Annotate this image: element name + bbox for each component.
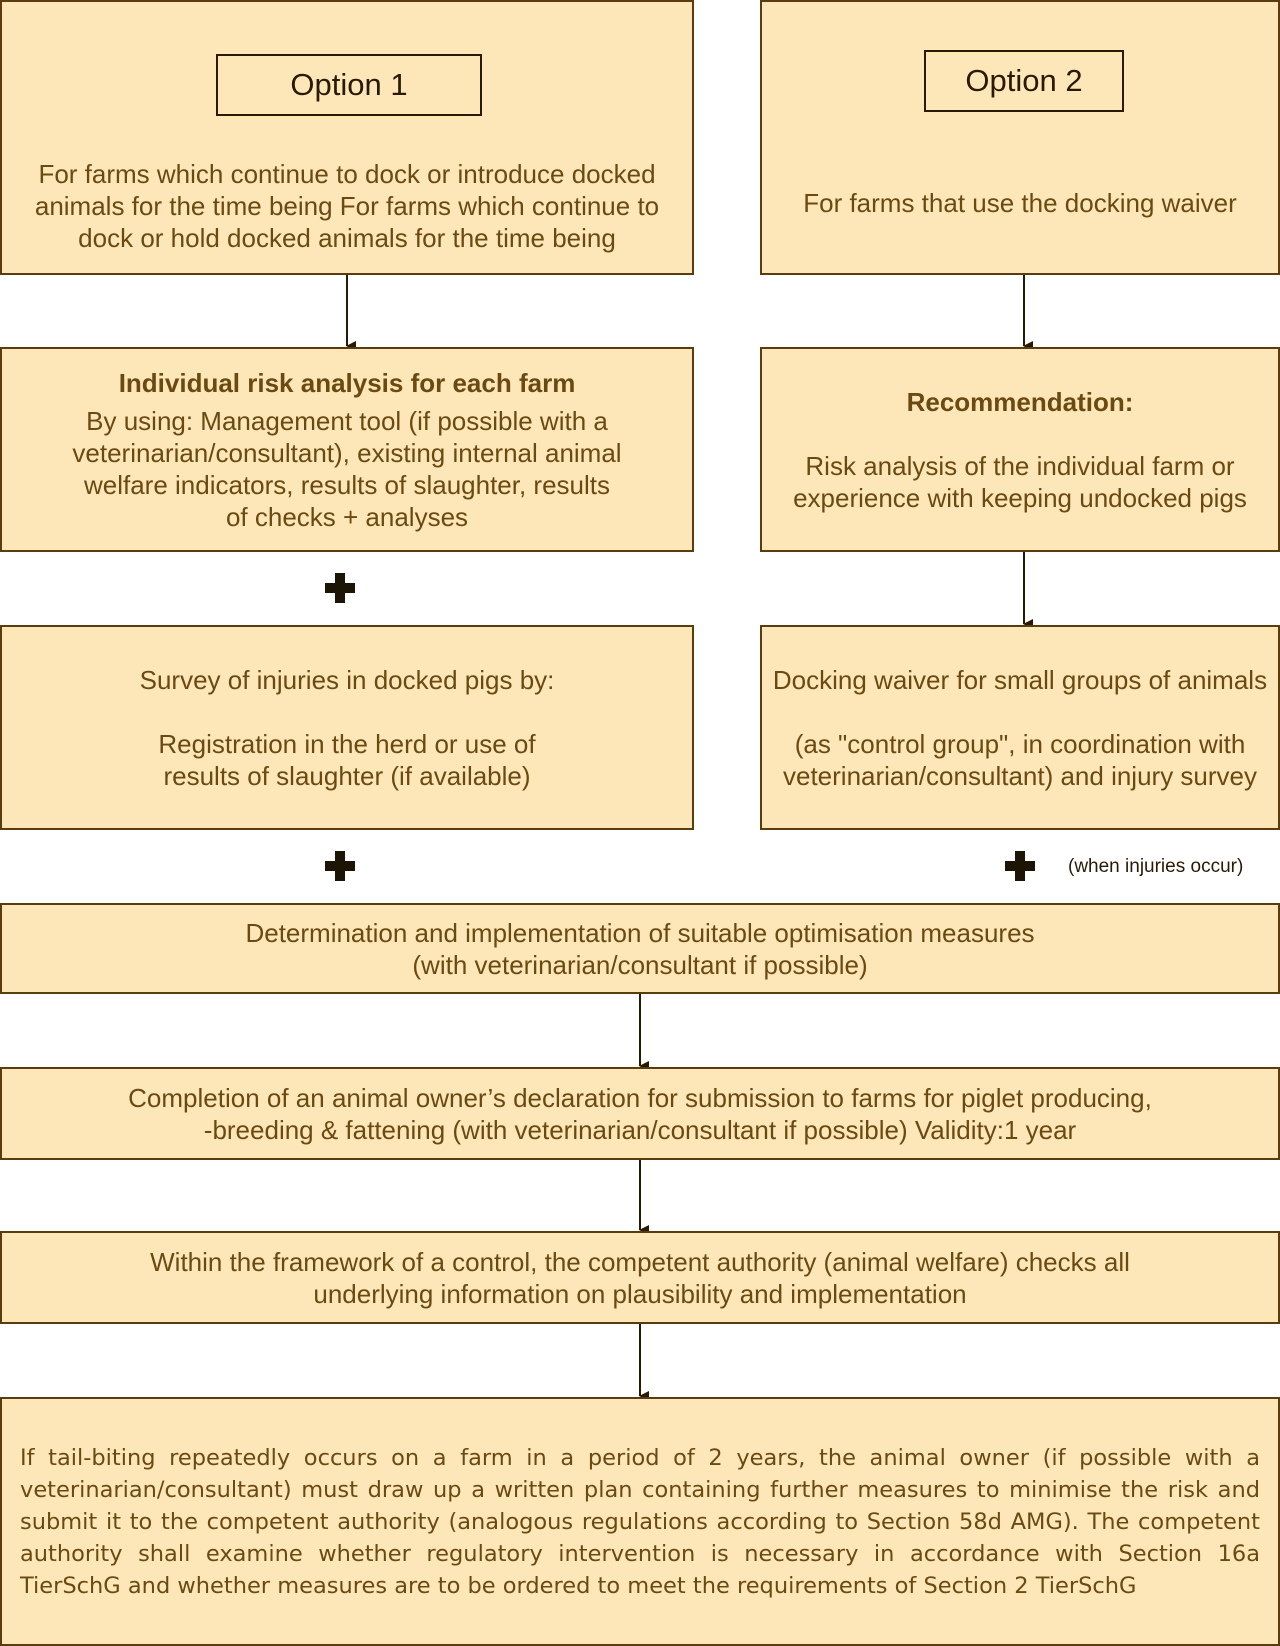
determination-line2: (with veterinarian/consultant if possibl…: [412, 949, 868, 980]
survey-body: Registration in the herd or use of resul…: [158, 728, 536, 791]
option1-label: Option 1: [216, 54, 482, 116]
option1-header-box: Option 1 For farms which continue to doc…: [0, 0, 694, 275]
survey-title: Survey of injuries in docked pigs by:: [139, 664, 555, 695]
declaration-line2: -breeding & fattening (with veterinarian…: [203, 1114, 1077, 1145]
declaration-line1: Completion of an animal owner’s declarat…: [128, 1082, 1152, 1113]
docking-waiver-body: (as "control group", in coordination wit…: [782, 728, 1258, 791]
option2-header-text: For farms that use the docking waiver: [803, 187, 1237, 218]
control-line1: Within the framework of a control, the c…: [150, 1246, 1130, 1277]
injury-note: (when injuries occur): [1068, 856, 1244, 877]
plus-icon: [325, 573, 355, 603]
control-line2: underlying information on plausibility a…: [313, 1278, 967, 1309]
docking-waiver-box: Docking waiver for small groups of anima…: [760, 625, 1280, 830]
recommendation-box: Recommendation: Risk analysis of the ind…: [760, 347, 1280, 552]
determination-line1: Determination and implementation of suit…: [245, 917, 1035, 948]
declaration-box: Completion of an animal owner’s declarat…: [0, 1067, 1280, 1160]
option2-header-box: Option 2 For farms that use the docking …: [760, 0, 1280, 275]
option2-label: Option 2: [924, 50, 1124, 112]
control-box: Within the framework of a control, the c…: [0, 1231, 1280, 1324]
final-text: If tail-biting repeatedly occurs on a fa…: [20, 1444, 1260, 1599]
determination-box: Determination and implementation of suit…: [0, 903, 1280, 994]
risk-analysis-body: By using: Management tool (if possible w…: [72, 405, 622, 532]
plus-icon: [1005, 851, 1035, 881]
risk-analysis-title: Individual risk analysis for each farm: [118, 367, 576, 398]
docking-waiver-title: Docking waiver for small groups of anima…: [772, 664, 1268, 695]
recommendation-body: Risk analysis of the individual farm or …: [793, 450, 1247, 513]
plus-icon: [325, 851, 355, 881]
recommendation-title: Recommendation:: [906, 386, 1134, 417]
final-box: If tail-biting repeatedly occurs on a fa…: [0, 1397, 1280, 1646]
option1-header-text: For farms which continue to dock or intr…: [34, 159, 660, 253]
survey-box: Survey of injuries in docked pigs by: Re…: [0, 625, 694, 830]
risk-analysis-box: Individual risk analysis for each farm B…: [0, 347, 694, 552]
